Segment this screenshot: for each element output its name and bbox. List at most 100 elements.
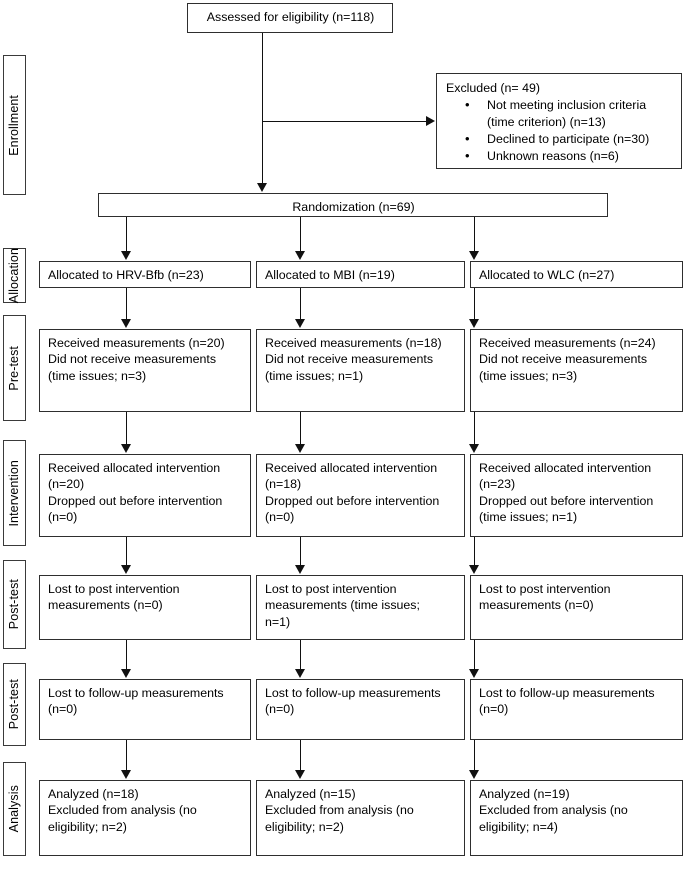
- box-intervention-hrv-bfb: Received allocated intervention (n=20) D…: [39, 454, 251, 537]
- box-intervention-mbi: Received allocated intervention (n=18) D…: [256, 454, 465, 537]
- box-posttest-intervention-wlc: Lost to post intervention measurements (…: [470, 575, 683, 640]
- excluded-reason-item: Declined to participate (n=30): [465, 130, 675, 148]
- connector-randomization-col1: [126, 217, 127, 253]
- stage-label-allocation: Allocation: [3, 248, 26, 303]
- box-allocation-mbi: Allocated to MBI (n=19): [256, 261, 465, 288]
- arrowhead-posttest1-col2: [295, 565, 305, 574]
- box-pretest-hrv-bfb: Received measurements (n=20) Did not rec…: [39, 329, 251, 412]
- connector-posttest1-posttest2-col2: [300, 640, 301, 671]
- arrowhead-pretest-col3: [469, 319, 479, 328]
- arrowhead-allocation-col3: [469, 251, 479, 260]
- box-intervention-hrv-bfb-text: Received allocated intervention (n=20) D…: [48, 461, 223, 525]
- arrowhead-posttest1-col1: [121, 565, 131, 574]
- connector-assessed-to-randomization: [262, 33, 263, 185]
- stage-label-intervention-text: Intervention: [7, 459, 22, 527]
- connector-followup-analysis-col3: [474, 740, 475, 772]
- arrowhead-posttest2-col1: [121, 669, 131, 678]
- box-assessed-text: Assessed for eligibility (n=118): [206, 10, 375, 24]
- box-excluded-title: Excluded (n= 49): [446, 81, 541, 95]
- box-followup-mbi-text: Lost to follow-up measurements (n=0): [265, 686, 441, 717]
- connector-allocation-pretest-col3: [474, 288, 475, 321]
- connector-followup-analysis-col1: [126, 740, 127, 772]
- box-allocation-wlc-text: Allocated to WLC (n=27): [479, 268, 615, 282]
- box-allocation-hrv-bfb: Allocated to HRV-Bfb (n=23): [39, 261, 251, 288]
- connector-posttest1-posttest2-col1: [126, 640, 127, 671]
- box-followup-hrv-bfb-text: Lost to follow-up measurements (n=0): [48, 686, 224, 717]
- box-analysis-hrv-bfb-text: Analyzed (n=18) Excluded from analysis (…: [48, 787, 197, 834]
- box-posttest-intervention-mbi: Lost to post intervention measurements (…: [256, 575, 465, 640]
- connector-randomization-col3: [474, 217, 475, 253]
- stage-label-posttest-2-text: Post-test: [7, 679, 22, 730]
- connector-to-excluded: [262, 121, 428, 122]
- excluded-reason-item: Unknown reasons (n=6): [465, 147, 675, 165]
- box-followup-hrv-bfb: Lost to follow-up measurements (n=0): [39, 679, 251, 740]
- box-intervention-wlc-text: Received allocated intervention (n=23) D…: [479, 461, 654, 525]
- box-assessed-for-eligibility: Assessed for eligibility (n=118): [187, 3, 393, 33]
- box-pretest-mbi: Received measurements (n=18) Did not rec…: [256, 329, 465, 412]
- box-excluded: Excluded (n= 49) Not meeting inclusion c…: [436, 73, 682, 169]
- arrowhead-intervention-col2: [295, 444, 305, 453]
- arrowhead-analysis-col1: [121, 770, 131, 779]
- stage-label-pretest: Pre-test: [3, 315, 26, 421]
- stage-label-posttest-2: Post-test: [3, 663, 26, 746]
- arrowhead-analysis-col2: [295, 770, 305, 779]
- stage-label-posttest-1: Post-test: [3, 560, 26, 649]
- connector-intervention-posttest-col1: [126, 537, 127, 567]
- arrowhead-posttest2-col3: [469, 669, 479, 678]
- excluded-reason-list: Not meeting inclusion criteria (time cri…: [437, 96, 681, 170]
- arrowhead-to-excluded: [426, 116, 435, 126]
- box-intervention-mbi-text: Received allocated intervention (n=18) D…: [265, 461, 440, 525]
- connector-pretest-intervention-col3: [474, 412, 475, 446]
- arrowhead-intervention-col1: [121, 444, 131, 453]
- box-allocation-wlc: Allocated to WLC (n=27): [470, 261, 683, 288]
- arrowhead-posttest2-col2: [295, 669, 305, 678]
- connector-intervention-posttest-col3: [474, 537, 475, 567]
- box-posttest-intervention-mbi-text: Lost to post intervention measurements (…: [265, 582, 420, 629]
- arrowhead-pretest-col2: [295, 319, 305, 328]
- stage-label-analysis-text: Analysis: [7, 785, 22, 833]
- box-allocation-mbi-text: Allocated to MBI (n=19): [265, 268, 395, 282]
- box-analysis-wlc: Analyzed (n=19) Excluded from analysis (…: [470, 780, 683, 856]
- box-pretest-hrv-bfb-text: Received measurements (n=20) Did not rec…: [48, 336, 225, 383]
- arrowhead-to-randomization: [257, 183, 267, 192]
- box-intervention-wlc: Received allocated intervention (n=23) D…: [470, 454, 683, 537]
- stage-label-pretest-text: Pre-test: [7, 345, 22, 391]
- arrowhead-allocation-col2: [295, 251, 305, 260]
- connector-followup-analysis-col2: [300, 740, 301, 772]
- connector-allocation-pretest-col1: [126, 288, 127, 321]
- stage-label-analysis: Analysis: [3, 762, 26, 856]
- arrowhead-analysis-col3: [469, 770, 479, 779]
- arrowhead-allocation-col1: [121, 251, 131, 260]
- arrowhead-intervention-col3: [469, 444, 479, 453]
- excluded-reason-item: Not meeting inclusion criteria (time cri…: [465, 96, 675, 130]
- box-analysis-mbi-text: Analyzed (n=15) Excluded from analysis (…: [265, 787, 414, 834]
- box-followup-wlc-text: Lost to follow-up measurements (n=0): [479, 686, 655, 717]
- stage-label-enrollment-text: Enrollment: [7, 94, 22, 156]
- box-pretest-wlc-text: Received measurements (n=24) Did not rec…: [479, 336, 656, 383]
- box-analysis-hrv-bfb: Analyzed (n=18) Excluded from analysis (…: [39, 780, 251, 856]
- connector-pretest-intervention-col1: [126, 412, 127, 446]
- stage-label-intervention: Intervention: [3, 440, 26, 546]
- box-followup-mbi: Lost to follow-up measurements (n=0): [256, 679, 465, 740]
- stage-label-enrollment: Enrollment: [3, 55, 26, 195]
- box-posttest-intervention-hrv-bfb: Lost to post intervention measurements (…: [39, 575, 251, 640]
- box-posttest-intervention-wlc-text: Lost to post intervention measurements (…: [479, 582, 611, 613]
- connector-allocation-pretest-col2: [300, 288, 301, 321]
- box-posttest-intervention-hrv-bfb-text: Lost to post intervention measurements (…: [48, 582, 180, 613]
- stage-label-posttest-1-text: Post-test: [7, 579, 22, 630]
- box-randomization-text: Randomization (n=69): [292, 200, 415, 214]
- box-pretest-wlc: Received measurements (n=24) Did not rec…: [470, 329, 683, 412]
- arrowhead-pretest-col1: [121, 319, 131, 328]
- arrowhead-posttest1-col3: [469, 565, 479, 574]
- connector-randomization-col2: [300, 217, 301, 253]
- box-allocation-hrv-bfb-text: Allocated to HRV-Bfb (n=23): [48, 268, 204, 282]
- connector-pretest-intervention-col2: [300, 412, 301, 446]
- connector-posttest1-posttest2-col3: [474, 640, 475, 671]
- connector-intervention-posttest-col2: [300, 537, 301, 567]
- stage-label-allocation-text: Allocation: [7, 247, 22, 304]
- box-followup-wlc: Lost to follow-up measurements (n=0): [470, 679, 683, 740]
- box-pretest-mbi-text: Received measurements (n=18) Did not rec…: [265, 336, 442, 383]
- box-analysis-wlc-text: Analyzed (n=19) Excluded from analysis (…: [479, 787, 628, 834]
- box-analysis-mbi: Analyzed (n=15) Excluded from analysis (…: [256, 780, 465, 856]
- box-randomization: Randomization (n=69): [98, 193, 608, 217]
